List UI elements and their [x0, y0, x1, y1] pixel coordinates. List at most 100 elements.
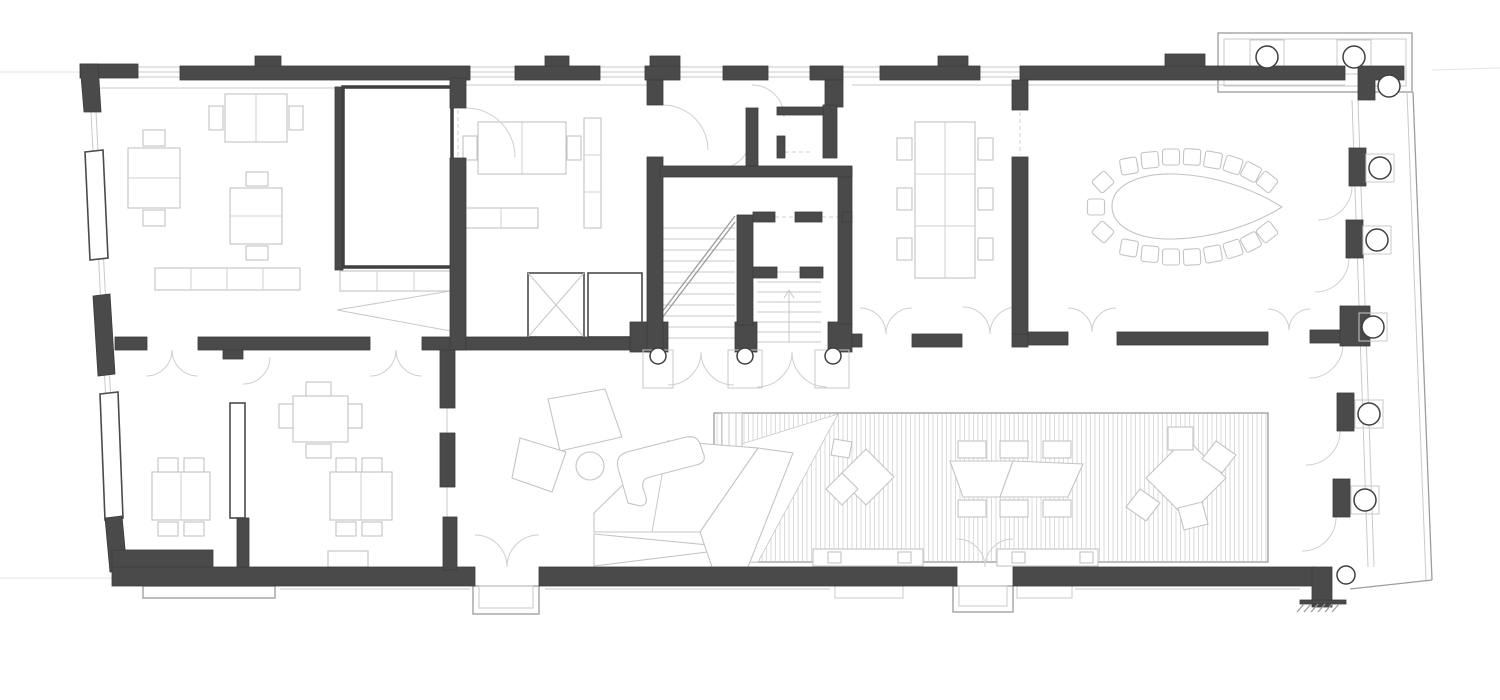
column [1368, 156, 1392, 180]
conference-chair [1119, 238, 1139, 258]
column-base [1358, 312, 1388, 342]
door-arc [145, 349, 173, 377]
entrance-porch [478, 585, 534, 609]
conference-chair [1255, 220, 1279, 244]
chair [977, 187, 994, 211]
wall-segment [1011, 79, 1029, 111]
chair [157, 457, 179, 473]
wall-segment [937, 55, 969, 67]
wall-segment [1027, 331, 1069, 346]
column [1342, 45, 1366, 69]
wall-segment [254, 55, 282, 67]
detail-line [527, 272, 585, 338]
deck-chair [957, 499, 987, 518]
wall-segment [229, 402, 246, 519]
terrace [1217, 32, 1413, 93]
conference-chair [1203, 150, 1223, 170]
door-arc [1067, 307, 1093, 333]
chair [305, 443, 332, 459]
guide-line [1431, 67, 1500, 71]
wall-segment [1332, 478, 1351, 518]
column [1365, 228, 1389, 252]
wall-segment [111, 549, 214, 569]
conference-chair [1161, 148, 1181, 166]
wall-segment [538, 566, 958, 587]
column-base [1362, 225, 1392, 255]
outline [1412, 91, 1433, 581]
door-arc [962, 306, 991, 335]
chair [245, 171, 269, 187]
entrance-porch [472, 585, 540, 615]
chair [142, 129, 166, 147]
wall-segment [822, 104, 838, 159]
column-base [1350, 485, 1380, 515]
lounge-seat [511, 437, 567, 493]
door-arc [984, 538, 1014, 568]
shelf [339, 270, 453, 292]
outline [661, 221, 736, 319]
column [1353, 488, 1377, 512]
column [1336, 565, 1356, 585]
lounge-platform [593, 533, 741, 567]
column-base [1336, 39, 1372, 75]
wall-segment [722, 65, 769, 81]
wall-segment [1164, 53, 1206, 67]
bench-leg [897, 551, 912, 564]
column [649, 347, 667, 365]
conference-chair [1240, 231, 1262, 253]
column-base [1365, 153, 1395, 183]
door-arc [395, 349, 423, 377]
outline [1349, 579, 1433, 590]
lounge-seat [547, 388, 623, 452]
conference-chair [1182, 148, 1202, 166]
door-arc [465, 107, 516, 158]
chair [896, 237, 913, 261]
chair [305, 381, 332, 397]
door-arc [171, 349, 199, 377]
wall-segment [851, 333, 863, 348]
deck-chair [1042, 499, 1072, 518]
wall-segment [646, 156, 664, 353]
wall-segment [879, 65, 981, 81]
detail-line [783, 289, 790, 299]
wall-segment [799, 266, 824, 279]
door-arc [1317, 185, 1353, 221]
chair [278, 403, 294, 429]
deck-chair [999, 440, 1029, 459]
wall-segment [544, 55, 570, 67]
wall-segment [1011, 156, 1029, 335]
conference-chair [1140, 150, 1160, 170]
door-arc [885, 307, 913, 335]
wall-segment [752, 211, 776, 223]
wall-segment [1345, 219, 1364, 259]
deck-chair [1177, 501, 1209, 531]
deck-chair [1201, 440, 1237, 474]
column [1377, 74, 1401, 98]
wall-segment [442, 516, 458, 571]
chair [896, 187, 913, 211]
chair [142, 209, 166, 227]
chair [361, 521, 383, 537]
chair [183, 521, 205, 537]
door-arc [474, 534, 508, 568]
wall-segment [911, 333, 963, 348]
deck-chair [1042, 440, 1072, 459]
terrace-inner [1223, 38, 1407, 87]
chair [462, 135, 478, 161]
ground-mark [1299, 599, 1347, 605]
wall-segment [776, 106, 824, 116]
outline [1310, 603, 1319, 613]
door-arc [1301, 516, 1337, 552]
outline [1331, 603, 1340, 613]
door-arc [719, 137, 751, 169]
column [1357, 402, 1381, 426]
chair [245, 245, 269, 261]
outline [1317, 603, 1326, 613]
door-arc [756, 351, 793, 388]
wall-segment [222, 349, 244, 360]
bench-leg [1079, 551, 1094, 564]
wall-segment [79, 63, 102, 113]
wall-segment [84, 149, 109, 261]
detail-line [788, 289, 795, 299]
